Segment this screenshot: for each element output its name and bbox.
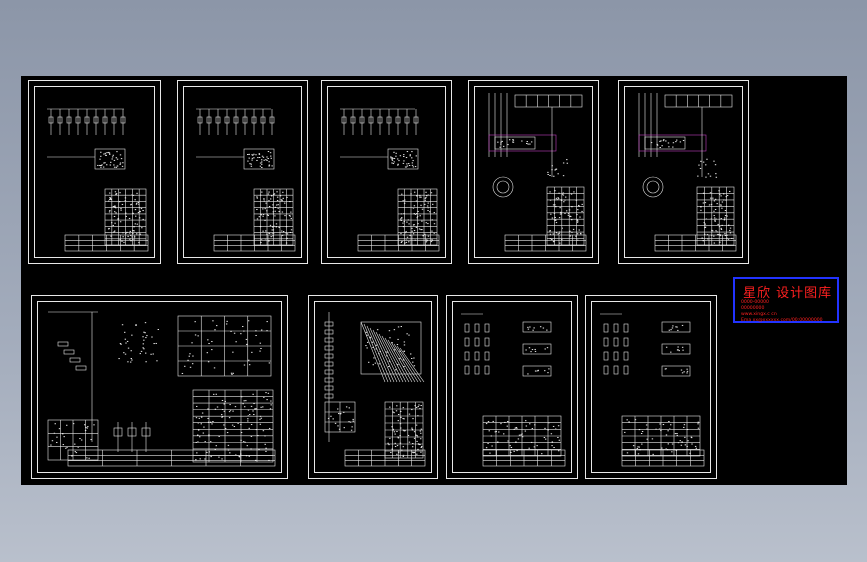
drawing-sheet-4[interactable] bbox=[468, 80, 599, 264]
drawing-sheet-8[interactable] bbox=[446, 295, 578, 479]
stamp-line-4: Ema xx@xxxxxx.com/00:00000000 bbox=[741, 318, 823, 323]
sheet-7-drawing bbox=[315, 302, 431, 472]
drawing-sheet-9[interactable] bbox=[585, 295, 717, 479]
sheet-8-drawing bbox=[453, 302, 571, 472]
drawing-sheet-6[interactable] bbox=[31, 295, 288, 479]
stamp-title: 星欣 设计图库 bbox=[743, 282, 832, 301]
stamp-line-2: 00000000 bbox=[741, 306, 764, 311]
stamp-line-1: 0000-00000 bbox=[741, 300, 769, 305]
watermark-stamp: 星欣 设计图库 0000-00000 00000000 www.xingx.c … bbox=[733, 277, 839, 323]
drawing-sheet-7[interactable] bbox=[308, 295, 438, 479]
sheet-1-drawing bbox=[35, 87, 154, 257]
stamp-line-3: www.xingx.c cn bbox=[741, 312, 777, 317]
drawing-sheet-3[interactable] bbox=[321, 80, 452, 264]
cad-viewport[interactable]: 星欣 设计图库 0000-00000 00000000 www.xingx.c … bbox=[21, 76, 847, 485]
sheet-4-drawing bbox=[475, 87, 592, 257]
sheet-5-drawing bbox=[625, 87, 742, 257]
drawing-sheet-5[interactable] bbox=[618, 80, 749, 264]
sheet-6-drawing bbox=[38, 302, 281, 472]
sheet-3-drawing bbox=[328, 87, 445, 257]
drawing-sheet-2[interactable] bbox=[177, 80, 308, 264]
sheet-9-drawing bbox=[592, 302, 710, 472]
drawing-sheet-1[interactable] bbox=[28, 80, 161, 264]
sheet-2-drawing bbox=[184, 87, 301, 257]
